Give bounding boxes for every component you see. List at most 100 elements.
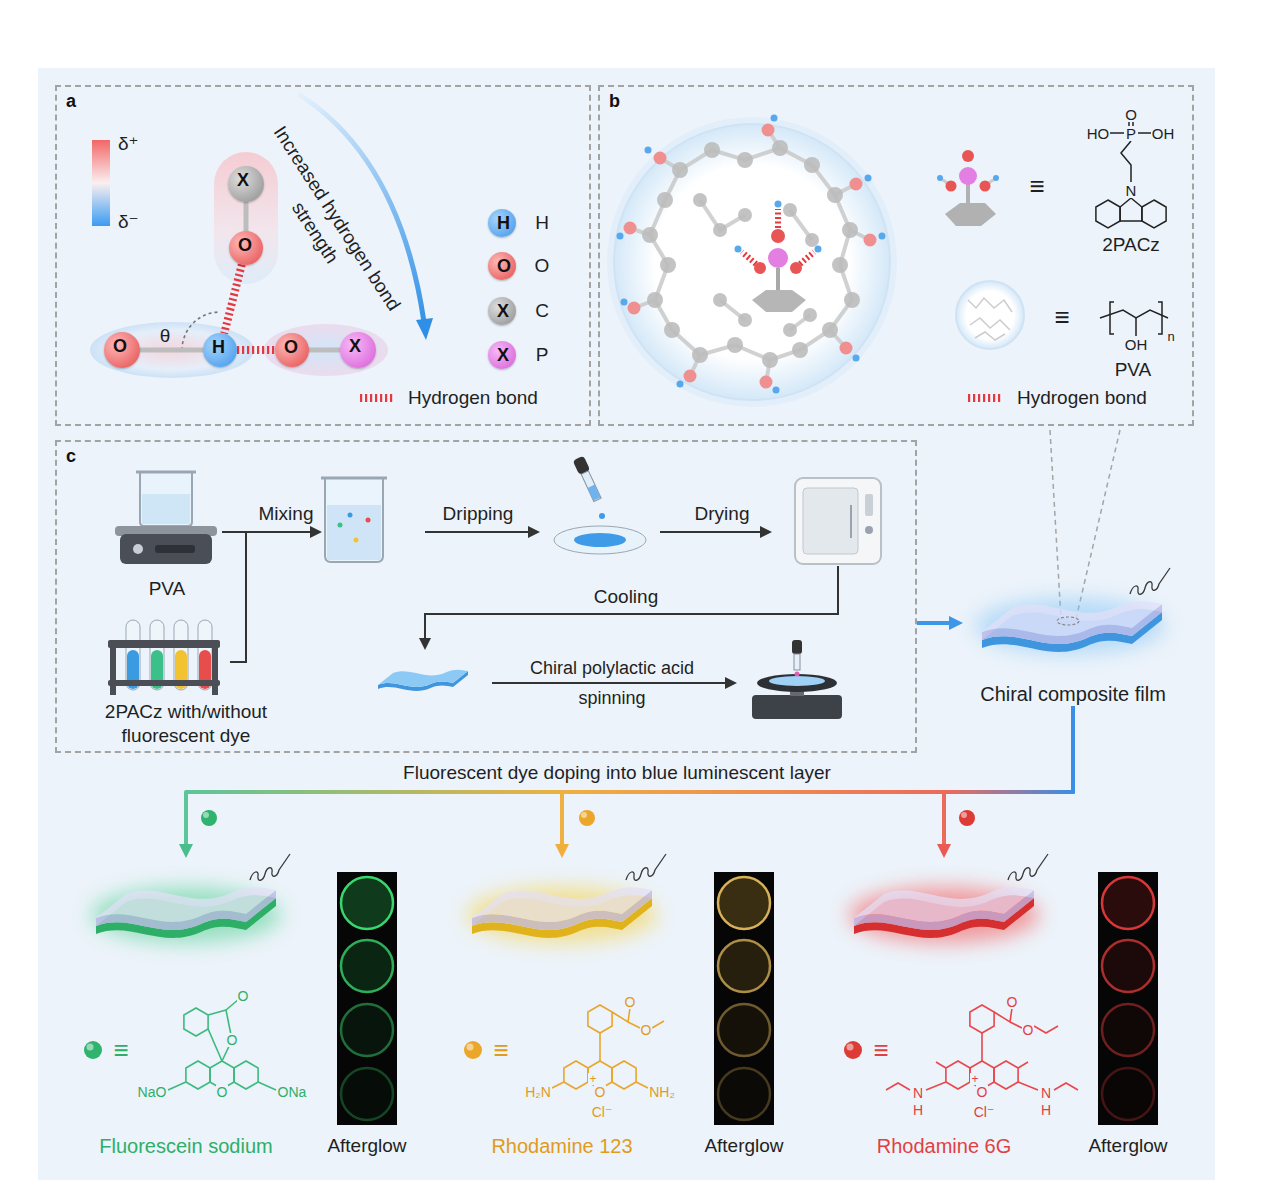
oven-icon bbox=[795, 478, 881, 564]
connector-line bbox=[140, 348, 203, 353]
text-label: θ bbox=[160, 325, 171, 347]
potential-surface bbox=[264, 324, 388, 376]
text-label: NaO bbox=[137, 1085, 168, 1099]
atom-key-circle: H bbox=[488, 209, 516, 237]
polymer-icon bbox=[968, 298, 1012, 340]
afterglow-image bbox=[337, 872, 1158, 1125]
fluorescein-structure bbox=[186, 1061, 210, 1089]
molecule-sphere bbox=[775, 209, 781, 228]
hotplate-icon bbox=[136, 471, 196, 474]
text-label: NH₂ bbox=[648, 1085, 676, 1099]
molecule-sphere bbox=[610, 120, 894, 404]
dropper-icon bbox=[574, 533, 626, 547]
red-film bbox=[849, 854, 1048, 943]
test-tube-icon bbox=[108, 620, 220, 695]
atom-key-circle: X bbox=[488, 297, 516, 325]
text-label: O bbox=[976, 1085, 989, 1099]
process-arrowhead bbox=[760, 526, 772, 538]
node-text: X bbox=[349, 336, 361, 357]
dropper-icon bbox=[573, 456, 603, 503]
molecule-sphere bbox=[783, 203, 797, 217]
chemical-structure bbox=[1100, 310, 1168, 318]
process-arrowhead bbox=[419, 638, 431, 650]
molecule-sphere bbox=[842, 222, 858, 238]
arrowhead bbox=[949, 616, 963, 630]
rhodamine123-structure bbox=[552, 1082, 564, 1088]
molecule-sphere bbox=[822, 322, 838, 338]
molecule-sphere bbox=[614, 124, 890, 400]
molecule-sphere bbox=[672, 162, 688, 178]
zoom-line bbox=[1050, 430, 1120, 619]
chemical-structure bbox=[1096, 200, 1120, 228]
dye-bullet bbox=[961, 812, 967, 818]
spin-coater-icon bbox=[794, 654, 800, 670]
molecule-sphere bbox=[630, 130, 870, 382]
molecule-sphere bbox=[693, 193, 707, 207]
text-label: HO bbox=[1086, 126, 1111, 141]
chemical-structure bbox=[1142, 200, 1166, 228]
red-film bbox=[1008, 854, 1048, 880]
molecule-sphere bbox=[800, 252, 814, 264]
hotplate-icon bbox=[140, 472, 192, 526]
molecule-sphere bbox=[664, 322, 680, 338]
text-label: OH bbox=[1151, 126, 1176, 141]
text-label: H bbox=[1040, 1103, 1052, 1117]
fluorescein-structure bbox=[168, 1082, 186, 1090]
node-text: O bbox=[113, 336, 127, 357]
test-tube-icon bbox=[110, 640, 116, 695]
molecule-sphere bbox=[815, 246, 822, 253]
dye-bullet bbox=[201, 810, 217, 826]
molecule-sphere bbox=[752, 290, 806, 312]
process-arrow bbox=[230, 532, 246, 662]
rhodamine6g-structure bbox=[936, 1062, 946, 1068]
yellow-film bbox=[626, 854, 666, 880]
fluorescein-structure bbox=[234, 1061, 258, 1089]
molecule-icon bbox=[946, 181, 957, 192]
text-label: ONa bbox=[277, 1085, 308, 1099]
text-label: H bbox=[535, 212, 549, 234]
dye-bullet bbox=[959, 810, 975, 826]
rhodamine123-structure bbox=[552, 1005, 664, 1089]
text-label: P bbox=[1125, 126, 1137, 141]
charge-scale bbox=[92, 140, 110, 226]
afterglow-image bbox=[714, 872, 774, 1125]
connector-line bbox=[244, 202, 249, 231]
molecule-sphere bbox=[853, 355, 860, 362]
film-icon bbox=[378, 670, 468, 687]
green-film bbox=[96, 887, 276, 938]
atom-key-circle: X bbox=[488, 341, 516, 369]
rhodamine6g-structure bbox=[1034, 1026, 1058, 1033]
text-label: Drying bbox=[695, 503, 750, 525]
node-text: Chiral composite film bbox=[980, 682, 1166, 706]
text-label: ≡ bbox=[873, 1035, 888, 1066]
molecule-sphere bbox=[742, 252, 756, 264]
dye-bullet bbox=[467, 1044, 474, 1051]
rhodamine6g-structure bbox=[886, 1083, 910, 1090]
connector bbox=[309, 350, 340, 351]
text-label: O bbox=[594, 1085, 607, 1099]
red-film bbox=[854, 887, 1034, 922]
molecule-sphere bbox=[792, 342, 808, 358]
rhodamine6g-structure bbox=[994, 1061, 1018, 1089]
process-arrowhead bbox=[310, 526, 322, 538]
atom-circle: X bbox=[228, 166, 264, 202]
text-label: H bbox=[912, 1103, 924, 1117]
molecule-sphere bbox=[832, 257, 848, 273]
afterglow-image bbox=[341, 940, 393, 992]
text-label: N bbox=[912, 1086, 924, 1100]
film-icon bbox=[378, 670, 468, 691]
chemical-structure bbox=[1110, 302, 1114, 334]
node-text: b bbox=[609, 91, 620, 112]
node-text: Rhodamine 6G bbox=[877, 1134, 1012, 1158]
text-label: O bbox=[624, 995, 637, 1009]
test-tube-icon bbox=[150, 620, 164, 690]
node-text: O bbox=[497, 256, 511, 277]
dye-bullet bbox=[87, 1044, 94, 1051]
text-label: ≡ bbox=[493, 1035, 508, 1066]
molecule-icon bbox=[980, 181, 991, 192]
process-arrow bbox=[425, 566, 838, 640]
molecule-sphere bbox=[738, 313, 752, 327]
oven-icon bbox=[865, 494, 873, 516]
rhodamine6g-structure bbox=[1018, 1062, 1028, 1068]
molecule-sphere bbox=[865, 175, 872, 182]
